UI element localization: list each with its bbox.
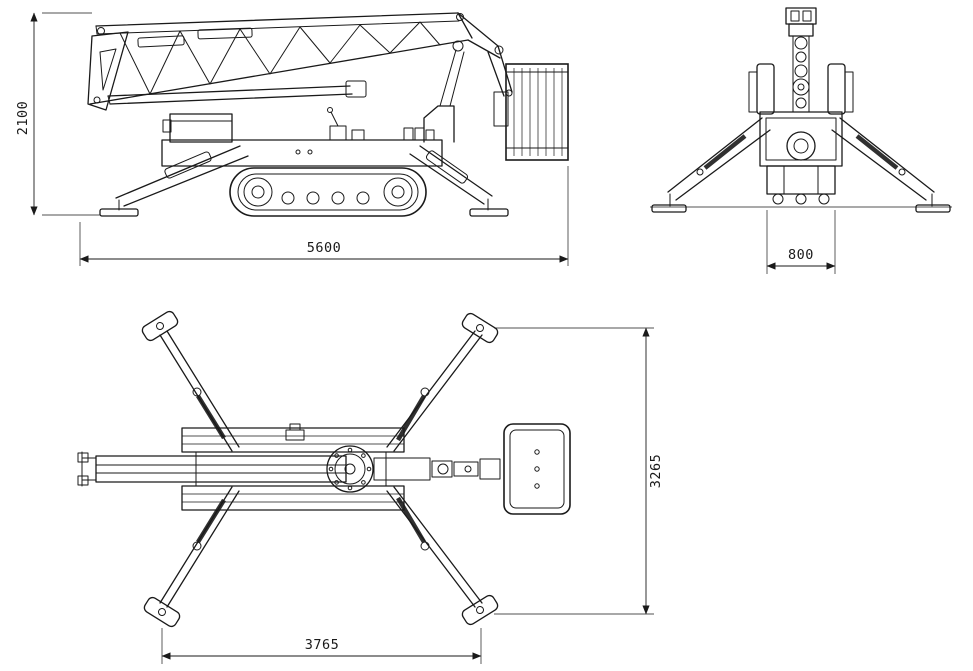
outrigger-upper-left-top xyxy=(141,310,240,452)
dimension-label-top-width: 3265 xyxy=(648,454,664,489)
dimension-top-length-3765: 3765 xyxy=(161,628,482,664)
outrigger-left-front xyxy=(651,117,771,213)
dimension-track-width-800: 800 xyxy=(766,210,836,274)
dimension-top-width-3265: 3265 xyxy=(494,327,664,615)
top-view xyxy=(77,310,571,628)
basket-side xyxy=(493,63,569,161)
dimensions: 2100 5600 800 3265 3765 xyxy=(15,12,836,664)
dimension-label-height: 2100 xyxy=(15,101,31,136)
side-view xyxy=(87,12,569,217)
outrigger-lower-left-top xyxy=(143,486,240,628)
boom-top xyxy=(77,451,501,487)
outrigger-upper-right-top xyxy=(386,312,499,452)
dimension-length-5600: 5600 xyxy=(79,166,569,266)
turret xyxy=(423,40,465,143)
dimension-label-top-length: 3765 xyxy=(305,637,340,653)
body-front xyxy=(748,63,854,205)
boom-assembly xyxy=(87,12,513,111)
basket-top xyxy=(503,423,571,515)
dimension-label-track-width: 800 xyxy=(788,247,814,263)
chassis-side xyxy=(161,107,443,167)
outrigger-right-front xyxy=(831,117,951,213)
mast-front xyxy=(785,7,817,113)
dimension-height-2100: 2100 xyxy=(15,12,100,216)
turntable xyxy=(326,445,374,493)
outrigger-front-side xyxy=(409,145,509,217)
outrigger-lower-right-top xyxy=(386,486,499,626)
front-view xyxy=(650,7,952,213)
chassis-top xyxy=(195,423,387,487)
outrigger-rear-side xyxy=(99,145,249,217)
tracks-side xyxy=(229,167,427,217)
dimension-label-length: 5600 xyxy=(307,240,342,256)
